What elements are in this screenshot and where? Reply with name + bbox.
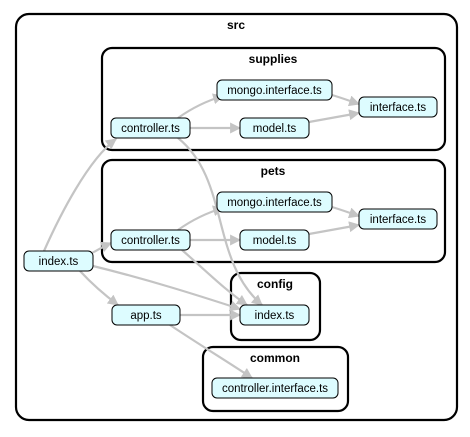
node-supplies-model[interactable]: model.ts — [239, 117, 310, 139]
node-config-index-label: index.ts — [255, 310, 295, 322]
edge-supplies-controller-to-config-index — [177, 137, 263, 306]
node-common-controller-interface[interactable]: controller.interface.ts — [211, 377, 339, 399]
edge-pets-model-to-pets-interface — [308, 221, 361, 236]
edge-supplies-mongo-interface-to-supplies-interface — [331, 93, 361, 107]
cluster-pets-title: pets — [261, 164, 286, 178]
node-supplies-model-label: model.ts — [253, 123, 297, 135]
node-config-index[interactable]: index.ts — [239, 304, 310, 326]
cluster-common-title: common — [250, 351, 300, 365]
edge-index-root-to-app — [79, 270, 119, 306]
node-supplies-controller[interactable]: controller.ts — [110, 117, 191, 139]
cluster-src-title: src — [227, 18, 245, 32]
node-supplies-mongo-interface-label: mongo.interface.ts — [227, 85, 322, 97]
edge-index-root-to-supplies-controller — [42, 138, 117, 252]
node-pets-mongo-interface[interactable]: mongo.interface.ts — [216, 191, 333, 213]
node-common-controller-interface-label: controller.interface.ts — [222, 383, 328, 395]
edge-app-to-common-controller-interface — [169, 324, 253, 379]
node-app-label: app.ts — [130, 310, 162, 322]
node-supplies-interface-label: interface.ts — [370, 102, 426, 114]
node-pets-model[interactable]: model.ts — [239, 229, 310, 251]
cluster-config-title: config — [257, 277, 293, 291]
node-index-root[interactable]: index.ts — [23, 250, 94, 272]
node-pets-controller-label: controller.ts — [121, 235, 180, 247]
node-pets-model-label: model.ts — [253, 235, 297, 247]
cluster-supplies-title: supplies — [249, 52, 298, 66]
edge-pets-controller-to-config-index — [181, 249, 248, 306]
edge-supplies-model-to-supplies-interface — [308, 109, 361, 124]
edge-pets-mongo-interface-to-pets-interface — [331, 205, 361, 219]
node-supplies-controller-label: controller.ts — [121, 123, 180, 135]
node-index-root-label: index.ts — [39, 256, 79, 268]
node-pets-mongo-interface-label: mongo.interface.ts — [227, 197, 322, 209]
node-supplies-mongo-interface[interactable]: mongo.interface.ts — [216, 79, 333, 101]
node-pets-controller[interactable]: controller.ts — [110, 229, 191, 251]
node-pets-interface[interactable]: interface.ts — [358, 208, 438, 230]
node-supplies-interface[interactable]: interface.ts — [358, 96, 438, 118]
edge-index-root-to-config-index — [92, 264, 242, 312]
node-app[interactable]: app.ts — [111, 304, 181, 326]
node-pets-interface-label: interface.ts — [370, 214, 426, 226]
